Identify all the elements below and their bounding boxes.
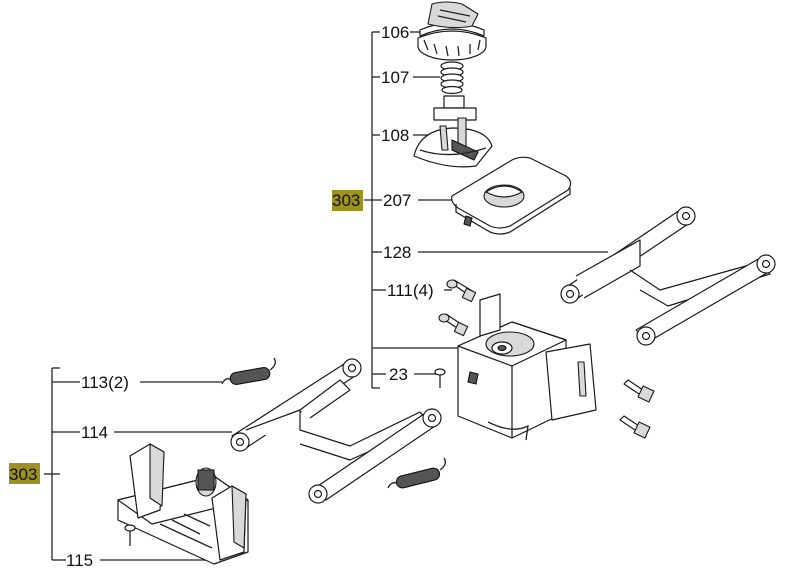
- highlight-top: [332, 190, 363, 211]
- callout-113: 113(2): [81, 373, 129, 392]
- gearbox-housing-part: [457, 293, 597, 441]
- callout-108: 108: [381, 126, 409, 145]
- upper-arm-part: [560, 206, 776, 346]
- bottom-bracket: [44, 367, 232, 561]
- callout-115: 115: [66, 551, 93, 568]
- highlight-bottom: [9, 463, 40, 484]
- cover-plate-part: [451, 156, 572, 235]
- callout-107: 107: [381, 68, 409, 87]
- spring-part: [440, 61, 464, 95]
- callout-303-bottom: 303: [9, 465, 37, 484]
- callout-23: 23: [389, 365, 408, 384]
- knob-part: [417, 1, 487, 61]
- callout-106: 106: [381, 23, 409, 42]
- callout-111: 111(4): [387, 281, 434, 300]
- bolt-part: [438, 279, 655, 439]
- callout-114: 114: [81, 423, 108, 442]
- callout-128: 128: [383, 243, 411, 262]
- lower-arm-part: [230, 358, 442, 504]
- callout-303-top: 303: [332, 191, 360, 210]
- callout-207: 207: [383, 191, 411, 210]
- screw-part: [434, 368, 446, 388]
- extension-spring-part: [221, 357, 446, 489]
- base-bracket-part: [117, 443, 249, 565]
- cam-part: [413, 95, 493, 168]
